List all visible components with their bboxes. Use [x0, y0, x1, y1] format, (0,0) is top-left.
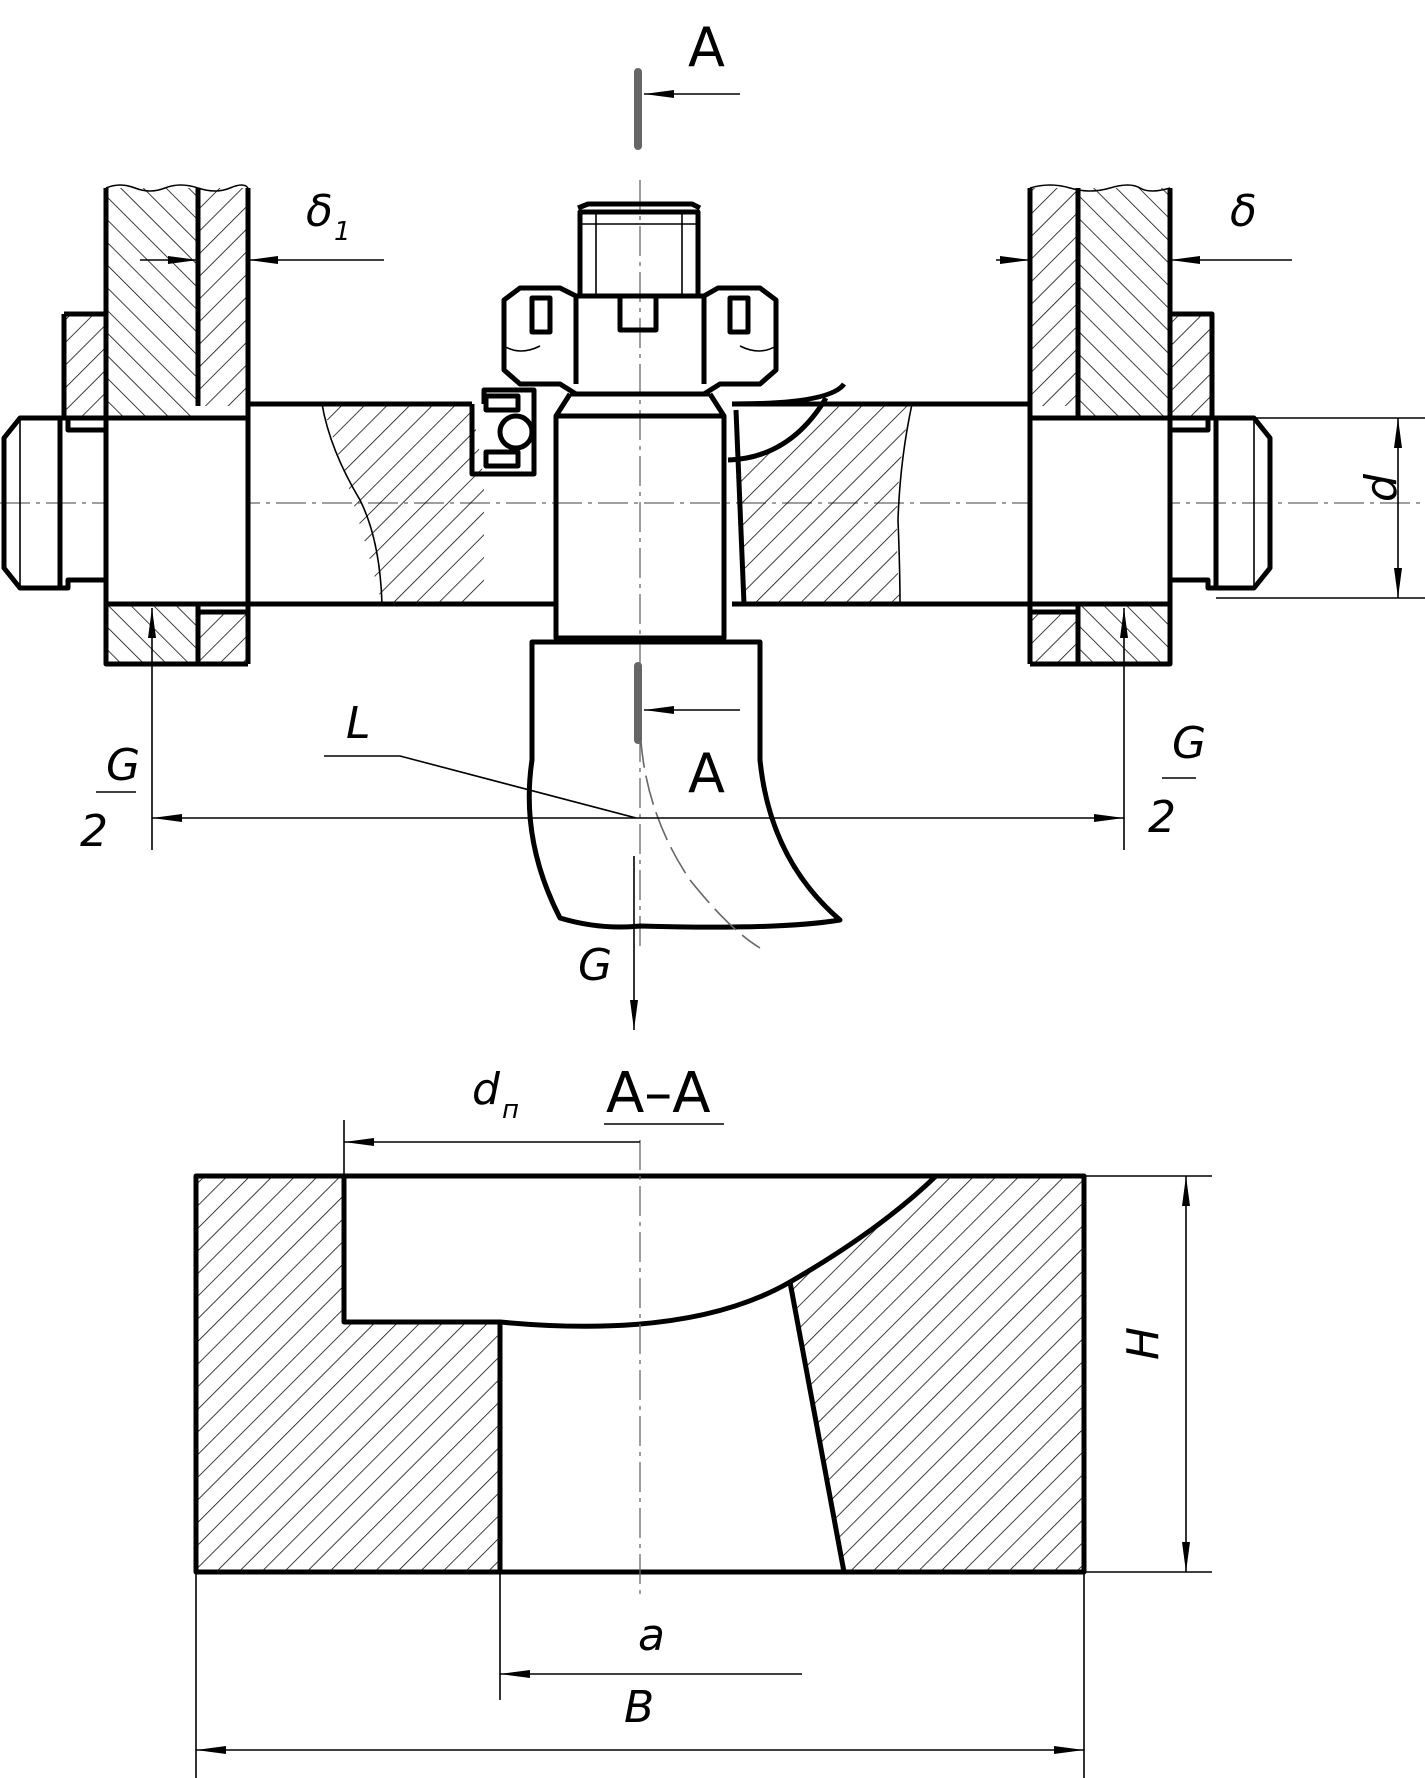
reaction-left: G 2 — [80, 608, 156, 857]
section-label-bottom: A — [688, 742, 725, 805]
svg-text:B: B — [624, 1682, 654, 1733]
svg-text:L: L — [346, 698, 371, 749]
delta-dimension: δ — [996, 186, 1292, 264]
svg-text:δ: δ — [306, 186, 333, 237]
L-dimension: L — [152, 698, 1124, 822]
svg-text:2: 2 — [80, 806, 108, 857]
svg-text:1: 1 — [334, 217, 351, 247]
top-view: A A δ 1 δ d G 2 — [0, 16, 1425, 1030]
bearing — [469, 387, 537, 477]
section-title: A–A — [606, 1061, 711, 1126]
svg-text:п: п — [502, 1095, 519, 1125]
dn-dimension: d п — [343, 1064, 640, 1176]
reaction-right: G 2 — [1120, 608, 1206, 850]
section-a-a: A–A d п H a — [193, 1061, 1212, 1778]
load-G: G — [578, 856, 638, 1030]
svg-text:2: 2 — [1148, 792, 1176, 843]
delta1-dimension: δ 1 — [140, 186, 384, 264]
B-dimension: B — [195, 1572, 1085, 1778]
hook-shank — [526, 391, 843, 949]
svg-text:G: G — [106, 740, 140, 791]
H-dimension: H — [1084, 1175, 1212, 1573]
svg-text:δ: δ — [1230, 186, 1257, 237]
a-dimension: a — [499, 1572, 802, 1700]
d-dimension: d — [1216, 417, 1425, 599]
section-label-top: A — [688, 16, 725, 79]
right-support — [1027, 184, 1273, 667]
svg-text:H: H — [1118, 1327, 1169, 1360]
left-support — [1, 184, 251, 667]
svg-text:d: d — [1356, 473, 1407, 502]
svg-text:a: a — [638, 1610, 665, 1661]
axle — [248, 382, 1030, 607]
svg-text:G: G — [1172, 718, 1206, 769]
castle-nut — [501, 201, 779, 397]
svg-text:G: G — [578, 940, 612, 991]
svg-text:d: d — [472, 1064, 501, 1115]
